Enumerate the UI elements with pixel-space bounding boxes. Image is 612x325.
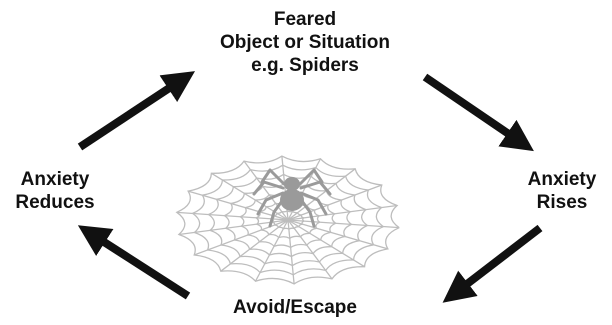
- avoid-escape-label: Avoid/Escape: [200, 296, 390, 319]
- anxiety-reduces-label: Anxiety Reduces: [0, 168, 110, 214]
- arrow-right-to-bottom: [454, 228, 540, 294]
- anxiety-reduces-line-2: Reduces: [0, 191, 110, 214]
- arrow-top-to-right: [425, 77, 522, 143]
- feared-object-label: Feared Object or Situation e.g. Spiders: [170, 8, 440, 77]
- anxiety-rises-line-1: Anxiety: [512, 168, 612, 191]
- feared-object-line-1: Feared: [170, 8, 440, 31]
- avoid-escape-line-1: Avoid/Escape: [200, 296, 390, 319]
- arrow-bottom-to-left: [90, 233, 188, 296]
- anxiety-reduces-line-1: Anxiety: [0, 168, 110, 191]
- arrow-left-to-top: [80, 79, 183, 147]
- anxiety-rises-line-2: Rises: [512, 191, 612, 214]
- feared-object-line-2: Object or Situation: [170, 31, 440, 54]
- anxiety-rises-label: Anxiety Rises: [512, 168, 612, 214]
- feared-object-line-3: e.g. Spiders: [170, 54, 440, 77]
- spider-web-icon: [177, 156, 399, 284]
